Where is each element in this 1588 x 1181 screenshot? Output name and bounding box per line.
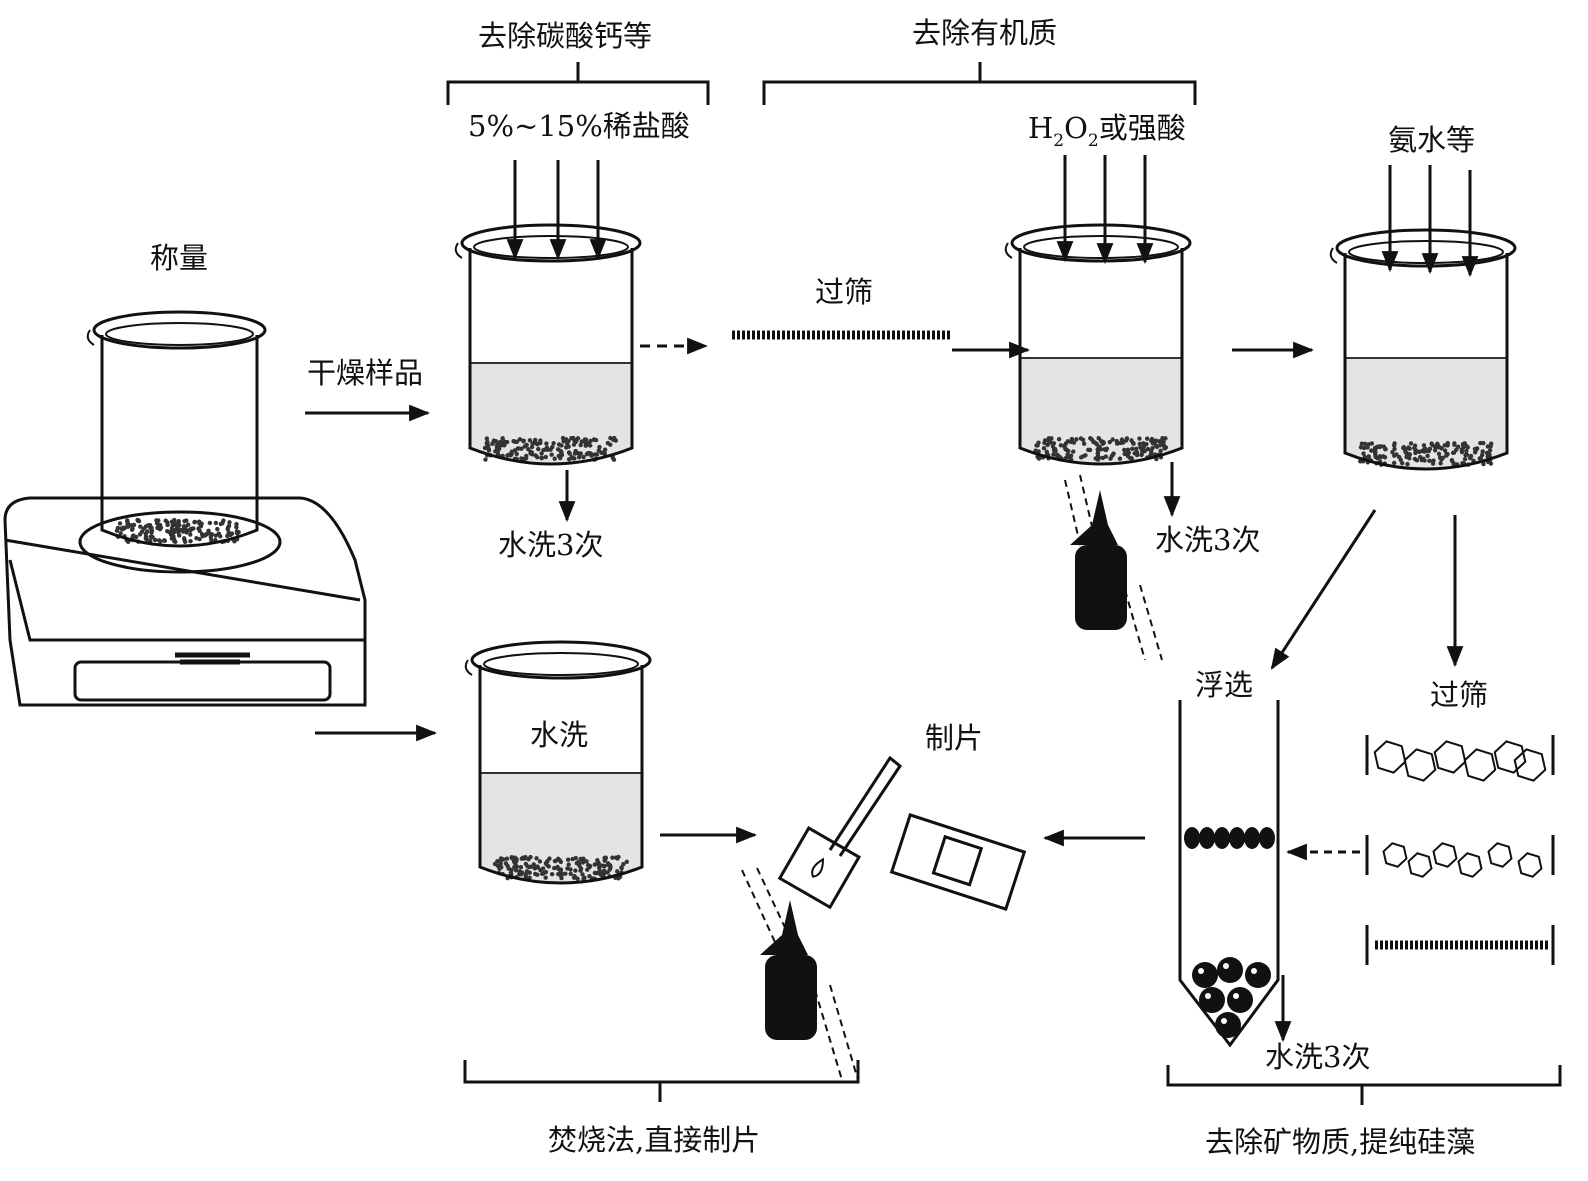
microscope-slide — [889, 813, 1027, 911]
beaker-hcl — [454, 223, 642, 466]
beaker-weighing — [86, 310, 267, 548]
beaker-h2o2 — [1004, 223, 1192, 466]
label-wash3-b: 水洗3次 — [1155, 523, 1260, 557]
label-weigh: 称量 — [150, 241, 208, 275]
label-make-slide: 制片 — [925, 721, 983, 755]
pipette — [828, 755, 903, 857]
label-wash3-c: 水洗3次 — [1265, 1040, 1370, 1074]
label-flotation: 浮选 — [1195, 668, 1253, 702]
label-remove-carbonate: 去除碳酸钙等 — [478, 19, 652, 53]
bracket-incineration — [463, 1060, 860, 1102]
burner-2 — [741, 867, 859, 1081]
sieve-stack — [1365, 735, 1555, 965]
bracket-organic — [762, 62, 1197, 105]
arrows — [305, 155, 1479, 1043]
label-dilute-hcl: 5%~15%稀盐酸 — [468, 109, 690, 143]
label-remove-minerals: 去除矿物质,提纯硅藻 — [1205, 1125, 1475, 1159]
label-sieve-b: 过筛 — [1430, 678, 1488, 712]
cover-slip — [777, 825, 862, 910]
label-sieve-a: 过筛 — [815, 275, 873, 309]
burner-1 — [1064, 474, 1163, 661]
label-wash: 水洗 — [530, 718, 588, 752]
label-wash3-a: 水洗3次 — [498, 528, 603, 562]
label-h2o2: H2O2或强酸 — [1028, 111, 1186, 151]
beaker-wash — [464, 640, 652, 885]
bracket-carbonate — [446, 62, 710, 105]
bracket-minerals — [1166, 1065, 1562, 1105]
beaker-ammonia — [1329, 228, 1517, 471]
label-remove-organic: 去除有机质 — [912, 16, 1057, 50]
label-dry-sample: 干燥样品 — [307, 356, 423, 390]
balance-scale — [3, 496, 367, 707]
label-ammonia: 氨水等 — [1388, 123, 1475, 157]
flotation-tube — [1178, 700, 1280, 1048]
label-incineration: 焚烧法,直接制片 — [548, 1123, 760, 1157]
